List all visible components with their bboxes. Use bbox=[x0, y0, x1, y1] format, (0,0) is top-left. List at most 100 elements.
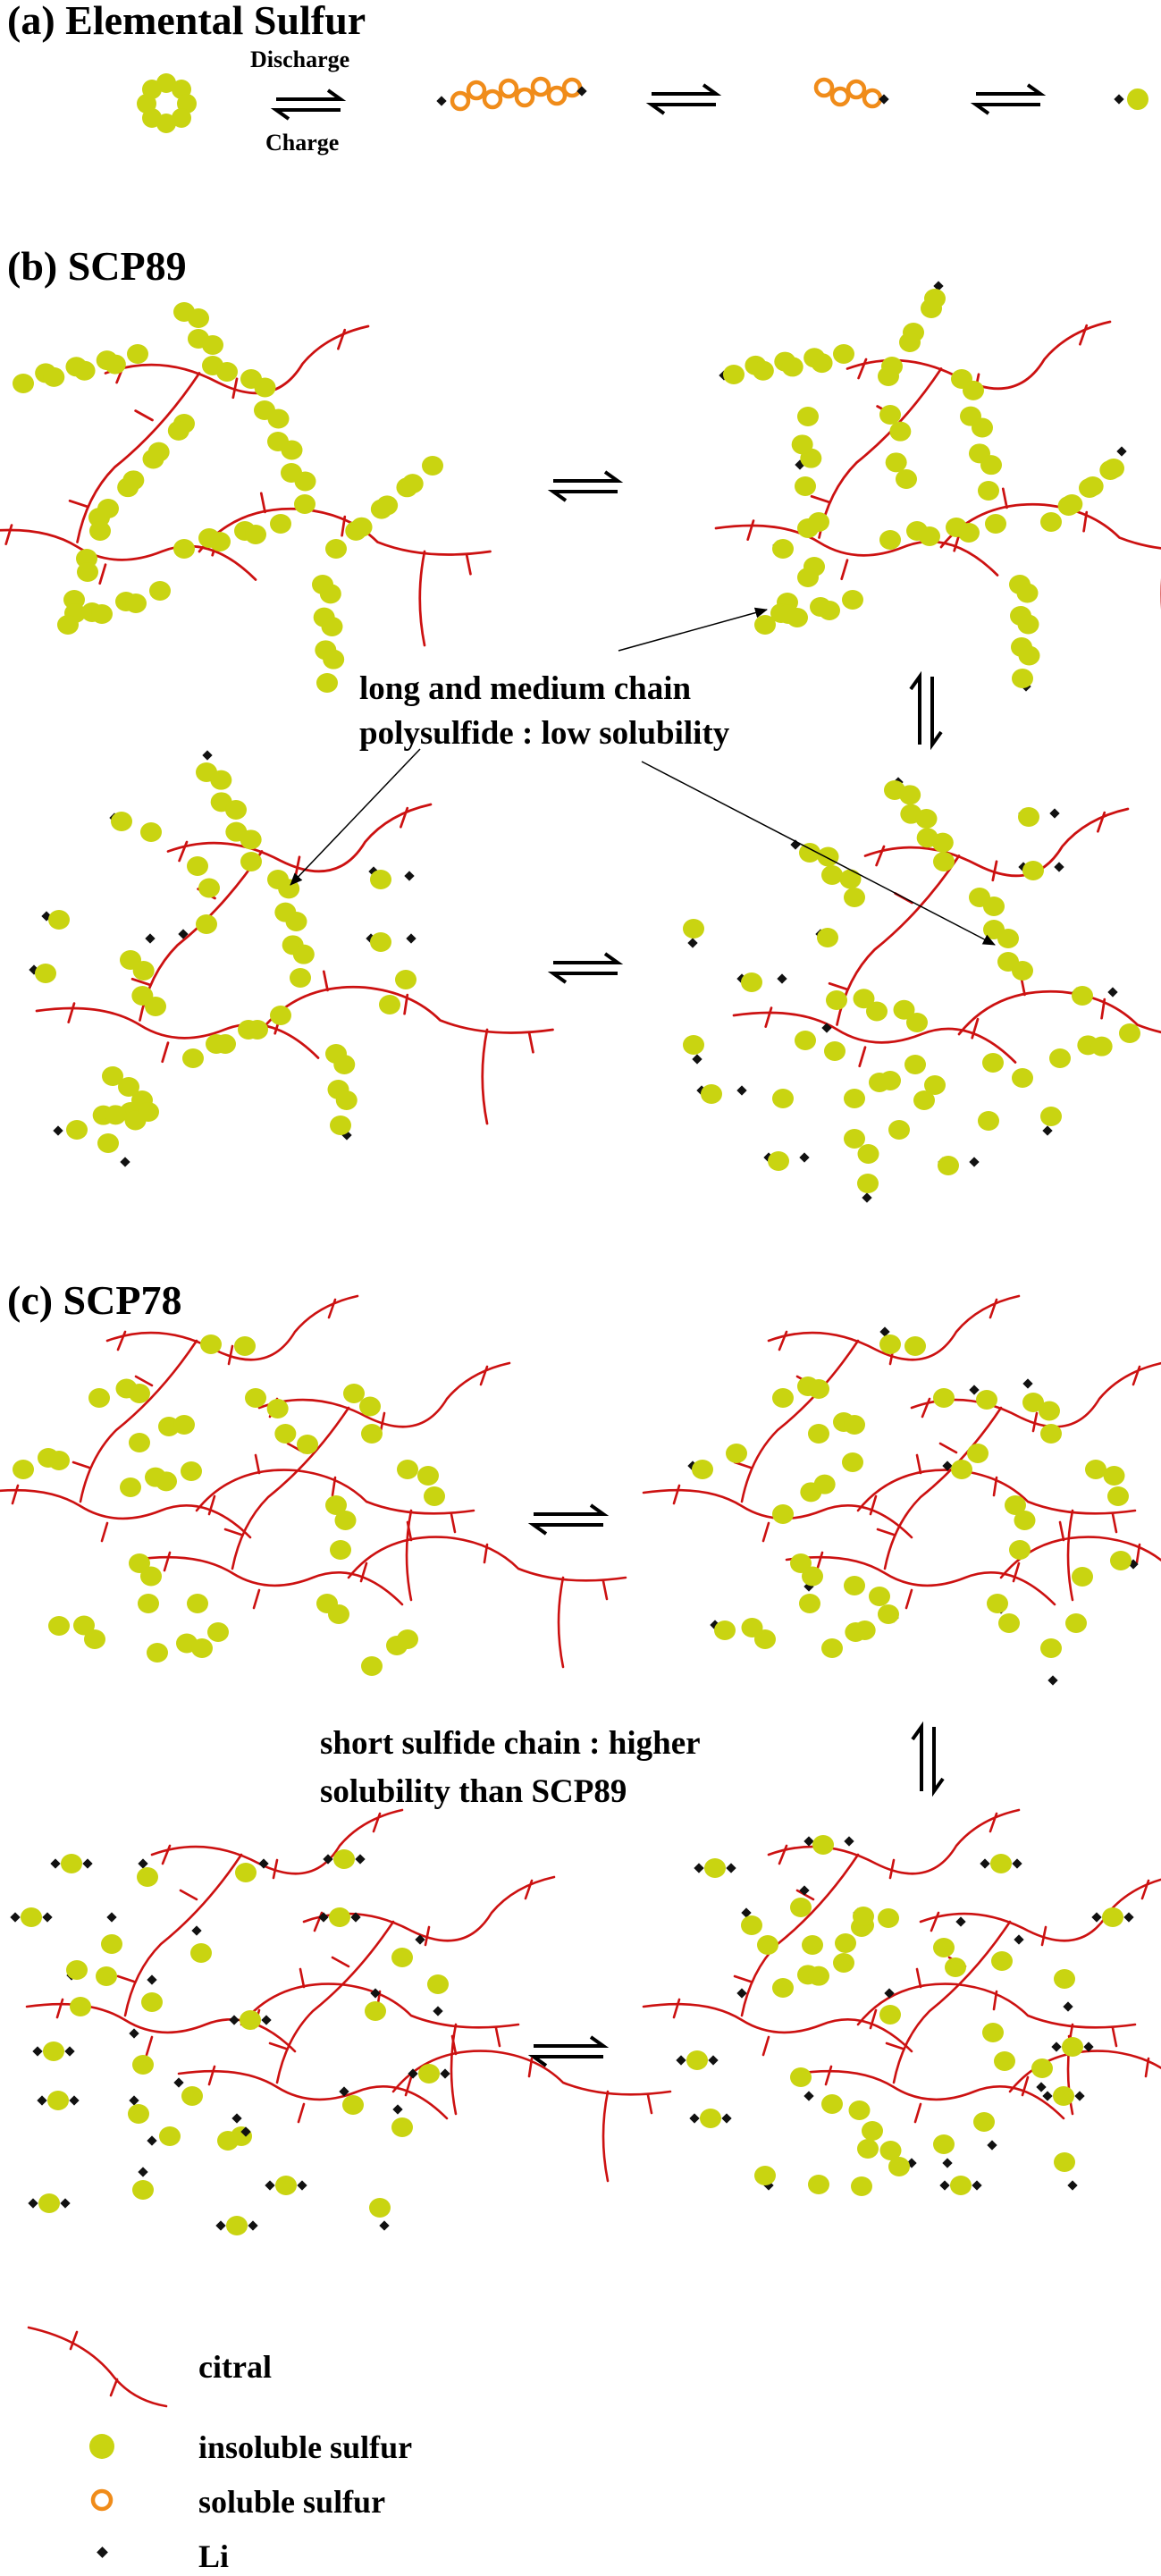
sulfur-atom bbox=[138, 1102, 159, 1122]
sulfur-atom bbox=[913, 1090, 935, 1110]
sulfur-atom bbox=[899, 785, 921, 805]
sulfur-atom bbox=[808, 512, 829, 532]
sulfur-atom bbox=[188, 308, 209, 328]
sulfur-chain bbox=[265, 2176, 307, 2195]
sulfur-chain bbox=[884, 777, 955, 871]
sulfur-atom bbox=[111, 812, 132, 831]
li-atom bbox=[692, 1054, 702, 1065]
sulfur-atom bbox=[226, 2216, 248, 2235]
li-atom bbox=[1123, 1912, 1134, 1923]
sulfur-atom bbox=[418, 2064, 440, 2084]
sulfur-chain bbox=[689, 2109, 732, 2128]
equilibrium-arrow-vertical bbox=[911, 1721, 945, 1797]
sulfur-atom bbox=[973, 2112, 995, 2132]
sulfur-atom bbox=[198, 878, 220, 898]
sulfur-atom bbox=[857, 1144, 879, 1164]
sulfur-atom bbox=[1072, 1567, 1093, 1587]
sulfur-atom bbox=[294, 471, 316, 492]
long-soluble-chain bbox=[436, 76, 587, 112]
sulfur-atom bbox=[105, 1105, 127, 1125]
sulfur-chain bbox=[109, 812, 162, 842]
sulfur-atom bbox=[191, 1638, 213, 1658]
sulfur-atom bbox=[1009, 1540, 1031, 1560]
sulfur-chain bbox=[1040, 446, 1127, 532]
li-atom bbox=[10, 1912, 21, 1923]
sulfur-atom bbox=[270, 514, 291, 534]
sulfur-atom bbox=[802, 1566, 823, 1587]
sulfur-atom bbox=[854, 1621, 876, 1640]
sulfur-chain bbox=[318, 1907, 361, 1927]
sulfur-chain bbox=[316, 1594, 349, 1624]
sulfur-chain bbox=[1091, 1907, 1134, 1927]
sulfur-chain bbox=[325, 456, 443, 559]
sulfur-atom bbox=[190, 1943, 212, 1963]
sulfur-atom bbox=[187, 856, 208, 876]
sulfur-atom bbox=[1012, 669, 1033, 688]
sulfur-atom bbox=[132, 961, 155, 981]
sulfur-chain bbox=[97, 414, 195, 518]
sulfur-atom bbox=[285, 912, 307, 931]
li-atom bbox=[37, 2095, 47, 2106]
citral-chain bbox=[35, 803, 554, 1125]
sulfur-chain bbox=[325, 1044, 358, 1141]
sulfur-atom bbox=[1102, 1907, 1123, 1927]
sulfur-atom bbox=[889, 421, 912, 442]
polymer-molecules bbox=[0, 281, 1161, 2235]
sulfur-atom bbox=[790, 1898, 812, 1917]
sulfur-chain bbox=[808, 2175, 872, 2196]
sulfur-atom bbox=[1031, 2058, 1053, 2078]
sulfur-chain bbox=[48, 1615, 105, 1649]
sulfur-atom bbox=[787, 608, 808, 627]
sulfur-atom bbox=[91, 604, 113, 624]
sulfur-atom bbox=[802, 1935, 823, 1955]
sulfur-atom bbox=[958, 523, 980, 543]
sulfur-chain bbox=[878, 281, 946, 386]
sulfur-chain bbox=[245, 1388, 318, 1454]
sulfur-atom bbox=[275, 2176, 297, 2195]
li-atom bbox=[355, 1854, 366, 1865]
sulfur-chain bbox=[173, 2077, 203, 2106]
sulfur-atom bbox=[361, 1424, 383, 1444]
li-atom bbox=[1074, 2091, 1085, 2101]
sulfur-atom bbox=[245, 1388, 266, 1408]
s8-ring bbox=[137, 73, 197, 133]
discharge-label: Discharge bbox=[250, 46, 349, 72]
sulfur-atom bbox=[254, 377, 276, 398]
sulfur-atom bbox=[1022, 861, 1044, 880]
sulfur-chain bbox=[97, 1102, 159, 1167]
sulfur-atom bbox=[13, 374, 34, 393]
sulfur-chain bbox=[1054, 1969, 1075, 2012]
sulfur-atom bbox=[397, 1460, 418, 1479]
sulfur-chain bbox=[141, 1974, 163, 2012]
li-atom bbox=[987, 2140, 997, 2151]
li-atom bbox=[942, 1461, 953, 1471]
sulfur-atom bbox=[118, 1077, 139, 1097]
sulfur-chain bbox=[772, 1376, 829, 1408]
sulfur-atom bbox=[325, 539, 347, 559]
li-atom bbox=[726, 1863, 736, 1873]
sulfur-chain bbox=[101, 1912, 122, 1954]
sulfur-atom bbox=[187, 1594, 208, 1613]
sulfur-atom bbox=[879, 2005, 901, 2025]
equilibrium-arrow-horizontal bbox=[527, 1503, 610, 1536]
sulfur-atom bbox=[1005, 1495, 1026, 1515]
li-atom bbox=[323, 1854, 333, 1865]
scp78-caption-line2: solubility than SCP89 bbox=[320, 1773, 627, 1810]
sulfur-chain bbox=[137, 1858, 158, 1887]
sulfur-chain bbox=[982, 2023, 1015, 2071]
sulfur-atom bbox=[983, 897, 1005, 916]
sulfur-atom bbox=[980, 455, 1002, 476]
sulfur-atom bbox=[359, 1396, 381, 1417]
sulfur-atom bbox=[1014, 1511, 1036, 1530]
scp78-caption-line1: short sulfide chain : higher bbox=[320, 1725, 701, 1762]
sulfur-atom bbox=[1039, 1401, 1060, 1421]
sulfur-chain bbox=[790, 2067, 814, 2101]
sulfur-chain bbox=[844, 1576, 890, 1606]
sulfur-atom bbox=[370, 932, 391, 952]
sulfur-atom bbox=[985, 514, 1006, 534]
sulfur-atom bbox=[35, 964, 56, 983]
sulfur-atom bbox=[137, 1867, 158, 1887]
sulfur-atom bbox=[931, 832, 954, 853]
sulfur-chain bbox=[790, 1885, 823, 1955]
sulfur-atom bbox=[795, 476, 816, 496]
